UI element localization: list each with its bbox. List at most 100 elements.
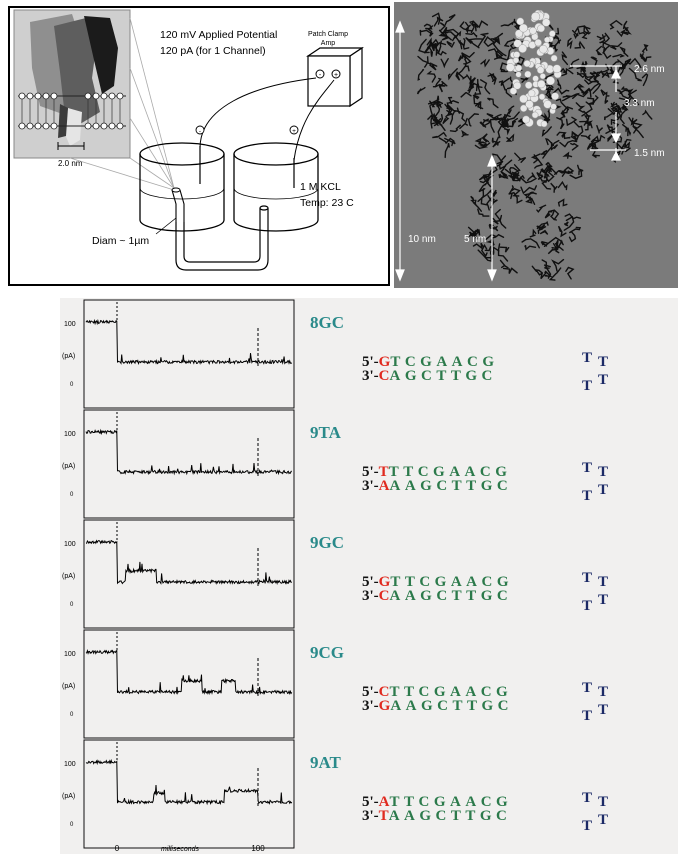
current-trace	[85, 318, 293, 366]
loop-base: T	[582, 708, 592, 724]
y-tick-100: 100	[64, 651, 76, 658]
temperature-label: Temp: 23 C	[300, 197, 354, 209]
amp-positive-terminal	[331, 69, 341, 79]
strand-3-prime: 3'-AAAGCTTGC	[362, 478, 512, 494]
y-tick-100: 100	[64, 321, 76, 328]
pore-inset: 2.0 nm	[13, 9, 131, 168]
aperture-tip	[171, 189, 185, 222]
wire-negative	[199, 77, 317, 149]
loop-base: T	[598, 482, 608, 498]
strand-5-prime: 5'-ATTCGAACG	[362, 794, 512, 810]
dimension-arrows	[395, 20, 626, 282]
dim-top-label: 2.6 nm	[634, 64, 665, 75]
y-unit-label: (pA)	[62, 463, 75, 470]
y-tick-0: 0	[70, 382, 74, 388]
current-trace	[85, 648, 293, 696]
potential-label: 120 mV Applied Potential	[160, 29, 277, 41]
y-unit-label: (pA)	[62, 793, 75, 800]
trans-chamber	[233, 142, 319, 232]
loop-base: T	[582, 488, 592, 504]
hairpin-name: 9CG	[310, 643, 344, 662]
hairpin-name: 9GC	[310, 533, 344, 552]
loop-base: T	[598, 464, 608, 480]
trace-frame	[83, 629, 295, 739]
current-trace	[85, 758, 293, 806]
hairpin-name: 9AT	[310, 753, 342, 772]
loop-base: T	[582, 598, 592, 614]
loop-base: T	[598, 812, 608, 828]
u-tube	[175, 205, 269, 271]
amp-negative-terminal	[315, 69, 325, 79]
current-label: 120 pA (for 1 Channel)	[160, 45, 266, 57]
setup-diagram: 2.0 nm 120 mV Applied Potential 120 pA (…	[13, 9, 364, 271]
trace-row: 100 (pA) 0	[62, 739, 295, 849]
pore-width-label: 2.0 nm	[58, 159, 83, 168]
svg-text:+: +	[334, 72, 338, 79]
zoom-lines	[69, 17, 175, 191]
y-tick-100: 100	[64, 431, 76, 438]
strand-5-prime: 5'-TTTCGAACG	[362, 464, 511, 480]
loop-base: T	[598, 794, 608, 810]
hairpin-name: 8GC	[310, 313, 344, 332]
y-unit-label: (pA)	[62, 683, 75, 690]
wire-positive	[293, 79, 335, 161]
loop-base: T	[582, 460, 592, 476]
amp-label-line1: Patch Clamp	[308, 31, 348, 38]
dim-bottom-label: 1.5 nm	[634, 148, 665, 159]
strand-5-prime: 5'-CTTCGAACG	[362, 684, 512, 700]
loop-base: T	[582, 378, 592, 394]
loop-base: T	[582, 350, 592, 366]
cis-minus-sign: -	[199, 128, 201, 135]
patch-clamp-amp: Patch Clamp Amp - +	[306, 31, 364, 108]
trace-row: 100 (pA) 0	[62, 299, 295, 409]
current-trace	[85, 539, 292, 585]
trans-plus-sign: +	[292, 128, 296, 135]
trace-figure: 100(pA)0100(pA)0100(pA)0100(pA)0100(pA)0…	[62, 299, 608, 853]
amp-label-line2: Amp	[321, 40, 336, 47]
strand-3-prime: 3'-TAAGCTTGC	[362, 808, 511, 824]
y-unit-label: (pA)	[62, 353, 75, 360]
height-total-label: 10 nm	[408, 234, 436, 245]
y-tick-0: 0	[70, 712, 74, 718]
x-axis-label: milliseconds	[161, 846, 200, 853]
y-tick-0: 0	[70, 822, 74, 828]
y-tick-100: 100	[64, 761, 76, 768]
pore-structure-image: 10 nm 5 nm 2.6 nm 3.3 nm 1.5 nm	[395, 9, 665, 282]
strand-3-prime: 3'-CAGCTTGC	[362, 368, 497, 384]
aperture-diameter-label: Diam ~ 1µm	[92, 235, 149, 247]
y-tick-100: 100	[64, 541, 76, 548]
loop-base: T	[582, 570, 592, 586]
loop-base: T	[598, 592, 608, 608]
strand-5-prime: 5'-GTCGAACG	[362, 354, 499, 370]
loop-base: T	[598, 354, 608, 370]
loop-base: T	[582, 680, 592, 696]
y-tick-0: 0	[70, 602, 74, 608]
hairpin-name: 9TA	[310, 423, 342, 442]
height-stem-label: 5 nm	[464, 234, 486, 245]
svg-text:-: -	[319, 72, 322, 79]
solution-label: 1 M KCL	[300, 181, 341, 193]
strand-3-prime: 3'-GAAGCTTGC	[362, 698, 513, 714]
loop-base: T	[582, 818, 592, 834]
trace-frame	[83, 299, 295, 409]
current-trace	[85, 428, 293, 476]
pore-structure-panel: 10 nm 5 nm 2.6 nm 3.3 nm 1.5 nm	[394, 2, 678, 288]
dim-mid-label: 3.3 nm	[624, 98, 655, 109]
setup-panel: 2.0 nm 120 mV Applied Potential 120 pA (…	[8, 6, 390, 286]
trace-row: 100 (pA) 0	[62, 629, 295, 739]
x-tick-0: 0	[115, 844, 120, 853]
y-tick-0: 0	[70, 492, 74, 498]
loop-base: T	[598, 702, 608, 718]
strand-3-prime: 3'-CAAGCTTGC	[362, 588, 512, 604]
loop-base: T	[598, 574, 608, 590]
loop-base: T	[598, 372, 608, 388]
strand-5-prime: 5'-GTTCGAACG	[362, 574, 513, 590]
